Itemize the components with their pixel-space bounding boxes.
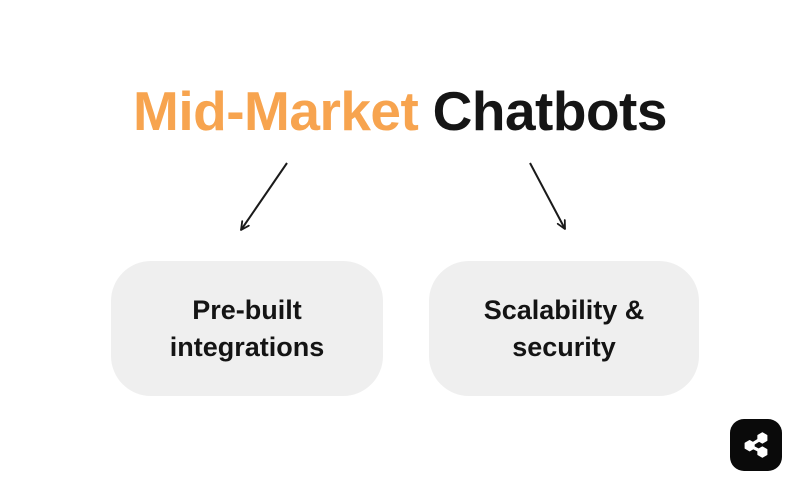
share-button[interactable] xyxy=(730,419,782,471)
share-icon xyxy=(744,432,768,458)
arrow-right xyxy=(529,162,566,230)
card-line: security xyxy=(512,331,616,362)
card-line: Pre-built xyxy=(192,294,302,325)
title-rest: Chatbots xyxy=(432,80,668,142)
node-pre-built-integrations: Pre-built integrations xyxy=(111,261,383,396)
node-scalability-security: Scalability & security xyxy=(429,261,699,396)
card-line: integrations xyxy=(169,331,325,362)
card-line: Scalability & xyxy=(483,294,645,325)
arrow-left xyxy=(240,162,288,231)
title-highlight: Mid-Market xyxy=(133,80,419,142)
